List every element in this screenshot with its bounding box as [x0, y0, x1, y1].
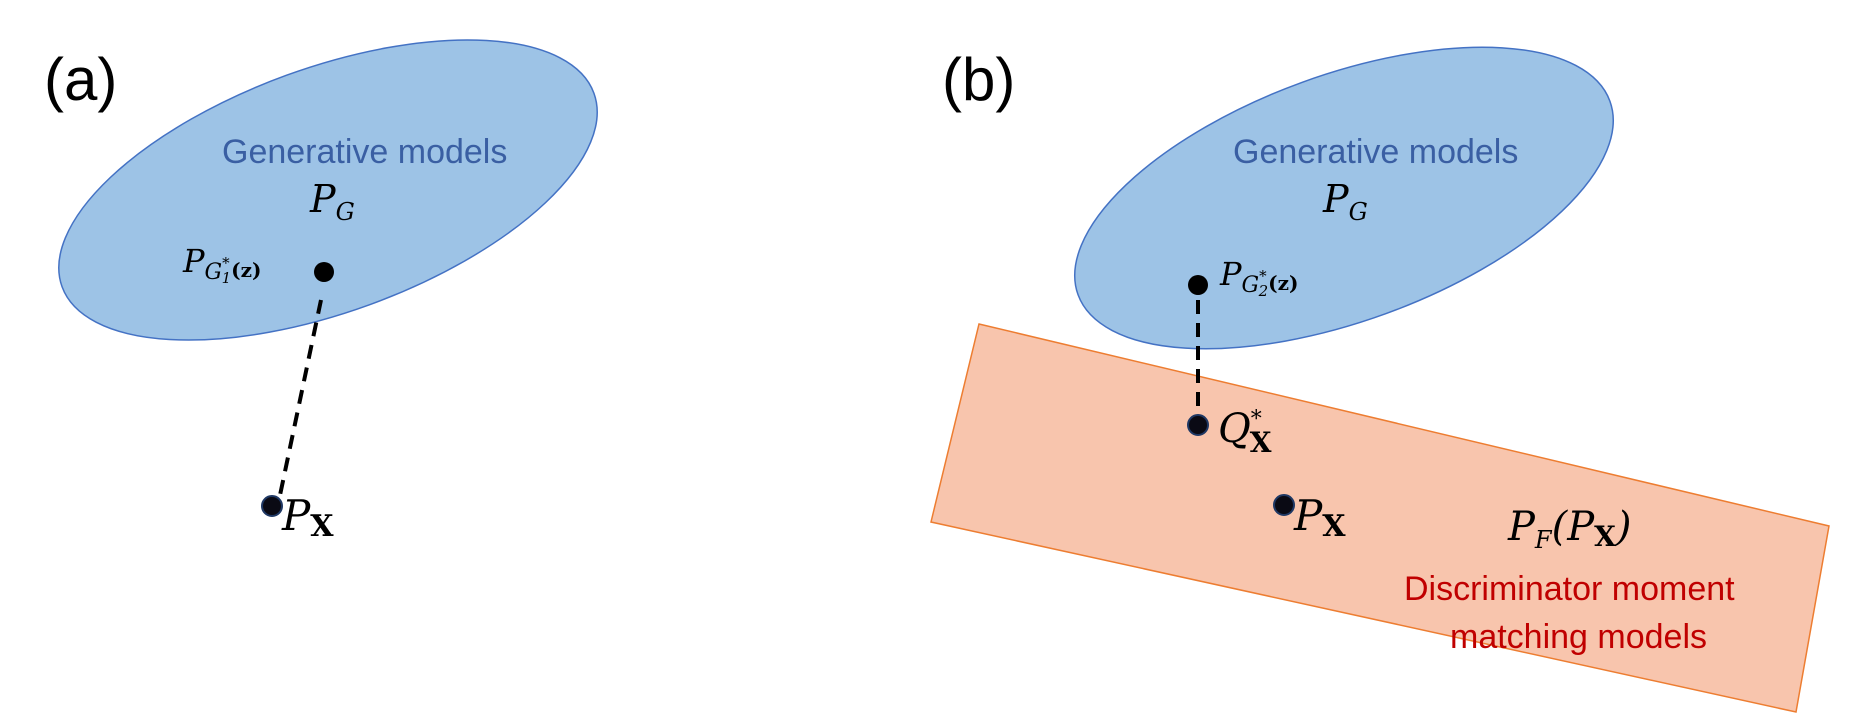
generative-models-title-b: Generative models	[1233, 133, 1518, 171]
panel-a: (a) Generative models PG PG*1(z) PX	[44, 39, 598, 544]
panel-b: (b) Generative models PG PG*2(z) Q*X PX …	[930, 46, 1830, 713]
data-distribution-label-a: PX	[281, 491, 334, 544]
generative-models-title-a: Generative models	[222, 133, 507, 171]
moment-matching-region-rect	[930, 323, 1830, 713]
data-distribution-label-b: PX	[1293, 491, 1346, 544]
moment-set-symbol-b: PF(PX)	[1507, 504, 1631, 554]
generative-set-symbol-b: PG	[1322, 177, 1368, 226]
moment-matching-title-line2: matching models	[1450, 618, 1707, 656]
generative-set-symbol-a: PG	[309, 177, 355, 226]
panel-a-label: (a)	[44, 46, 117, 113]
generative-models-ellipse-a	[58, 39, 598, 341]
generator-distribution-label-b: PG*2(z)	[1219, 255, 1298, 300]
projection-point-b	[1187, 414, 1209, 436]
data-distribution-point-b	[1273, 494, 1295, 516]
data-distribution-point-a	[261, 495, 283, 517]
projection-label-b: Q*X	[1218, 406, 1272, 459]
generator-distribution-point-a	[314, 262, 334, 282]
distance-dashed-line-a	[277, 299, 323, 501]
generator-distribution-point-b	[1188, 275, 1208, 295]
panel-b-label: (b)	[942, 46, 1015, 113]
generator-distribution-label-a: PG*1(z)	[182, 242, 261, 287]
generative-models-ellipse-b	[1074, 46, 1614, 350]
moment-matching-title-line1: Discriminator moment	[1404, 570, 1735, 608]
